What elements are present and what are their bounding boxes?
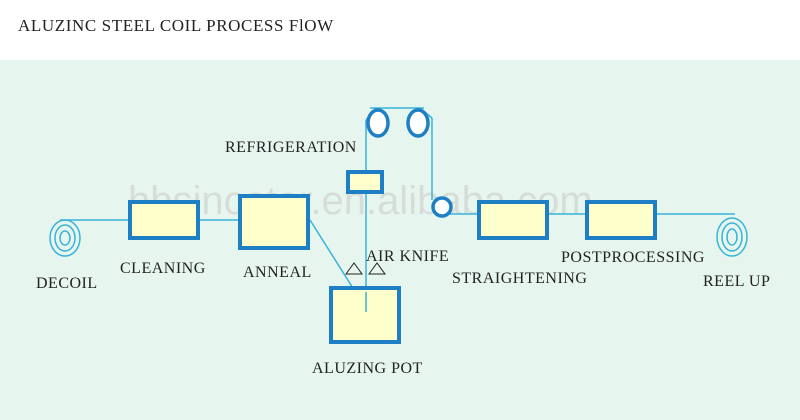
straightening-box (477, 200, 549, 240)
label-aluzing-pot: ALUZING POT (312, 360, 423, 377)
reel-up-icon (716, 217, 748, 257)
air-knife-icon (345, 262, 386, 275)
top-roller-left-icon (366, 108, 390, 138)
anneal-box (238, 194, 310, 250)
label-air-knife: AIR KNIFE (366, 248, 449, 265)
label-refrigeration: REFRIGERATION (225, 139, 357, 156)
label-cleaning: CLEANING (120, 260, 206, 277)
strip-line-lower (60, 219, 369, 313)
refrigeration-box (346, 170, 384, 194)
turn-roller-icon (431, 196, 453, 218)
label-reel-up: REEL UP (703, 273, 770, 290)
label-postprocessing: POSTPROCESSING (561, 249, 705, 266)
page-title: ALUZINC STEEL COIL PROCESS FlOW (18, 16, 334, 35)
label-decoil: DECOIL (36, 275, 98, 292)
label-anneal: ANNEAL (243, 264, 312, 281)
decoil-icon (49, 219, 81, 257)
cleaning-box (128, 200, 200, 240)
header-bar: ALUZINC STEEL COIL PROCESS FlOW (0, 0, 800, 60)
roller-icons (366, 108, 453, 218)
aluzing-pot-box (329, 286, 401, 344)
top-roller-right-icon (406, 108, 430, 138)
postprocessing-box (585, 200, 657, 240)
label-straightening: STRAIGHTENING (452, 270, 587, 287)
